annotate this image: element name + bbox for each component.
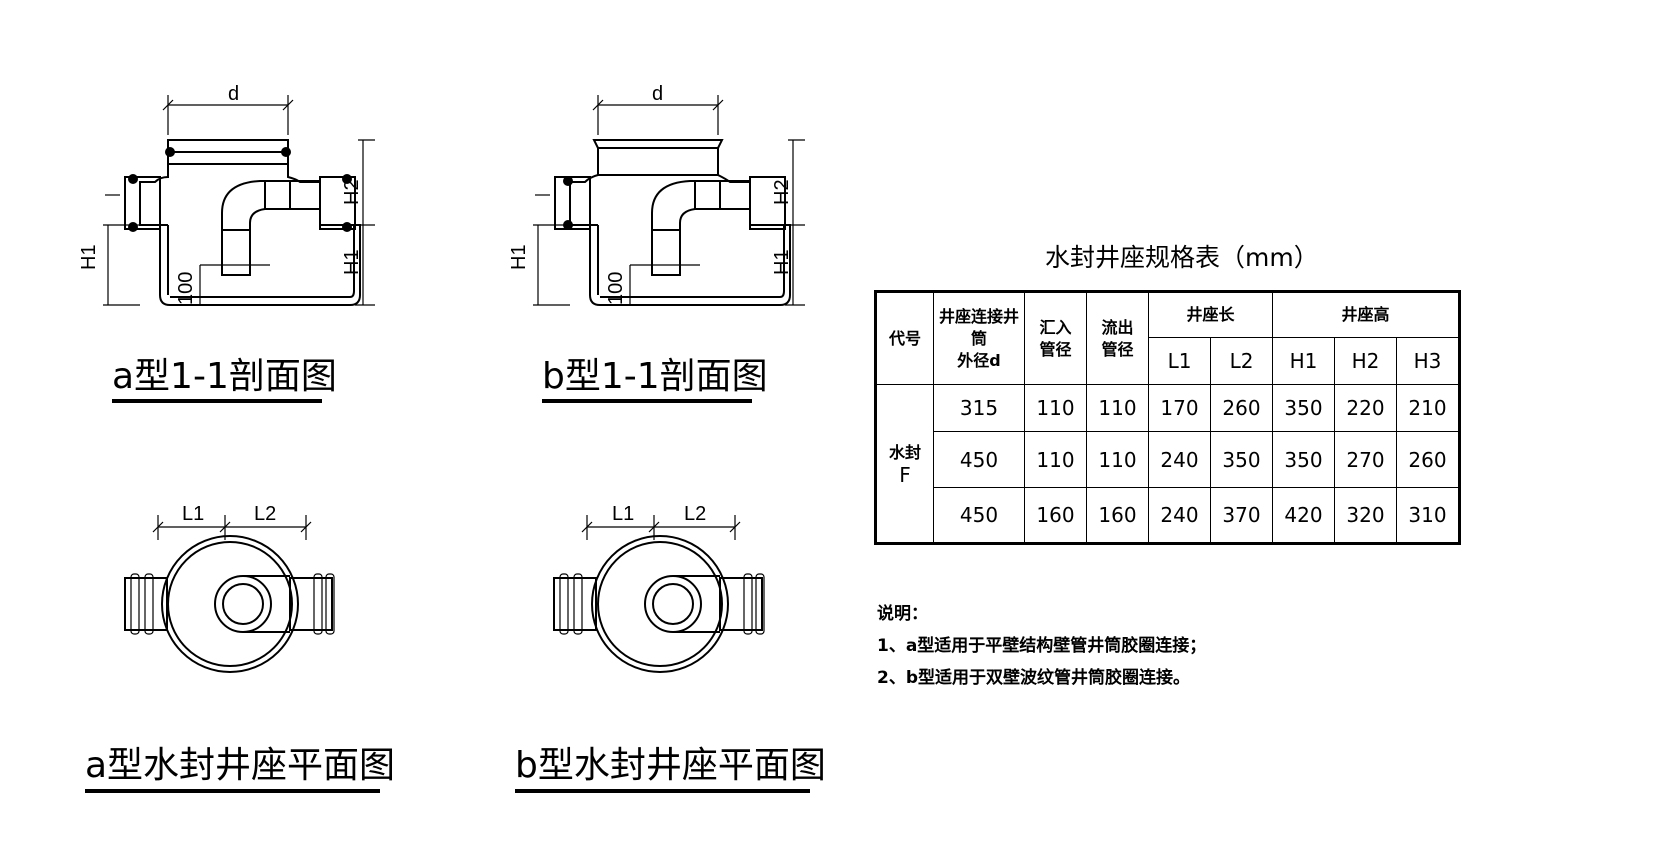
b-section-dim-right-h1: H1 (771, 249, 793, 275)
b-section-dim-h2: H2 (771, 179, 793, 205)
b-section-dim-left-h1: H1 (508, 244, 530, 270)
header-height: 井座高 (1272, 291, 1460, 338)
table-cell: 260 (1396, 431, 1460, 488)
header-h3: H3 (1396, 337, 1460, 385)
table-cell: 370 (1210, 487, 1273, 544)
a-plan-title: a型水封井座平面图 (85, 745, 395, 786)
table-cell: 420 (1272, 487, 1335, 544)
a-section-dim-h2: H2 (341, 179, 363, 205)
b-plan-dim-l1: L1 (612, 503, 634, 525)
table-cell: 110 (1086, 431, 1149, 488)
header-outlet: 流出 管径 (1086, 291, 1149, 385)
header-h2: H2 (1334, 337, 1397, 385)
table-cell: 210 (1396, 384, 1460, 432)
b-section-title: b型1-1剖面图 (542, 356, 768, 397)
table-cell: 315 (933, 384, 1025, 432)
table-cell: 320 (1334, 487, 1397, 544)
header-h1: H1 (1272, 337, 1335, 385)
note-item: 1、a型适用于平壁结构壁管井筒胶圈连接； (877, 636, 1207, 656)
b-section-dim-100: 100 (605, 272, 627, 305)
spec-table: 代号 井座连接井 筒 外径d 汇入 管径 流出 管径 井座长 井座高 L1 L2… (874, 290, 1461, 545)
group-label: 水封 F (875, 384, 934, 544)
table-cell: 260 (1210, 384, 1273, 432)
header-code: 代号 (875, 291, 934, 385)
a-section-drawing: d H1 H2 H1 100 (78, 83, 375, 306)
table-row: 水封 F 315 110 110 170 260 350 220 210 (875, 384, 1460, 544)
table-cell: 270 (1334, 431, 1397, 488)
table-cell: 450 (933, 487, 1025, 544)
note-item: 2、b型适用于双壁波纹管井筒胶圈连接。 (877, 668, 1190, 688)
table-row: 450 110 110 240 350 350 270 260 (876, 431, 1460, 488)
table-cell: 350 (1210, 431, 1273, 488)
table-row: 450 160 160 240 370 420 320 310 (876, 487, 1460, 544)
notes-heading: 说明： (877, 604, 928, 624)
table-cell: 220 (1334, 384, 1397, 432)
a-section-dim-d: d (228, 83, 239, 105)
b-plan-title: b型水封井座平面图 (515, 745, 826, 786)
spec-table-title: 水封井座规格表（mm） (1045, 243, 1319, 272)
a-section-title: a型1-1剖面图 (112, 356, 337, 397)
b-section-drawing: d H1 H2 H1 100 (508, 83, 805, 306)
header-l1: L1 (1148, 337, 1211, 385)
table-cell: 160 (1086, 487, 1149, 544)
table-cell: 350 (1272, 431, 1335, 488)
table-cell: 110 (1024, 431, 1087, 488)
a-plan-drawing: L1 L2 (124, 503, 335, 673)
header-length: 井座长 (1148, 291, 1273, 338)
b-plan-dim-l2: L2 (684, 503, 706, 525)
header-l2: L2 (1210, 337, 1273, 385)
b-plan-drawing: L1 L2 (553, 503, 765, 673)
table-cell: 110 (1024, 384, 1087, 432)
table-cell: 450 (933, 431, 1025, 488)
a-section-dim-left-h1: H1 (78, 244, 100, 270)
table-cell: 170 (1148, 384, 1211, 432)
table-cell: 350 (1272, 384, 1335, 432)
a-plan-dim-l1: L1 (182, 503, 204, 525)
a-section-dim-right-h1: H1 (341, 249, 363, 275)
notes: 说明： 1、a型适用于平壁结构壁管井筒胶圈连接； 2、b型适用于双壁波纹管井筒胶… (877, 598, 1206, 694)
table-cell: 110 (1086, 384, 1149, 432)
table-cell: 310 (1396, 487, 1460, 544)
header-diameter: 井座连接井 筒 外径d (933, 291, 1025, 385)
a-section-dim-100: 100 (175, 272, 197, 305)
table-cell: 160 (1024, 487, 1087, 544)
table-cell: 240 (1148, 487, 1211, 544)
b-section-dim-d: d (652, 83, 663, 105)
a-plan-dim-l2: L2 (254, 503, 276, 525)
header-inlet: 汇入 管径 (1024, 291, 1087, 385)
table-cell: 240 (1148, 431, 1211, 488)
